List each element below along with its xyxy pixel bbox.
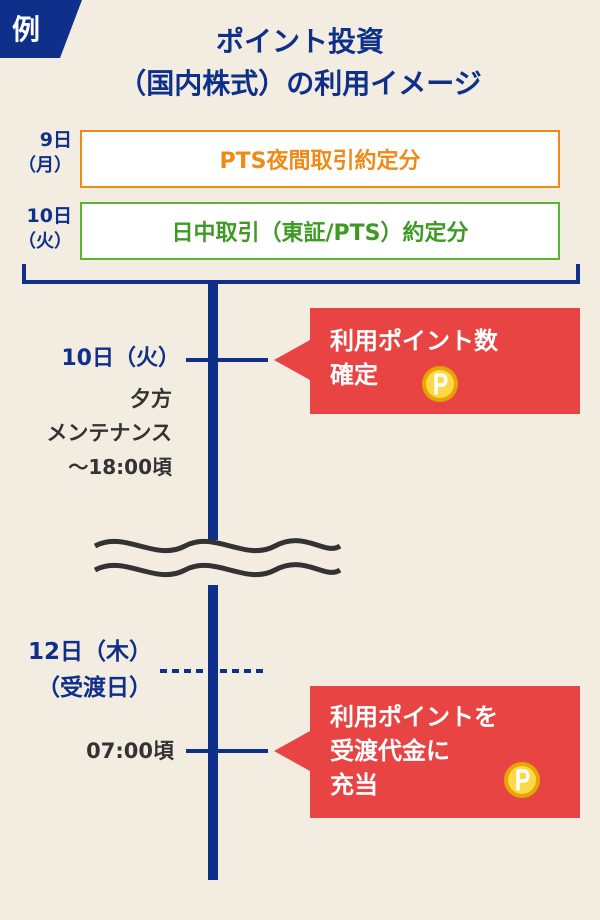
- row1-date: 9日: [39, 129, 72, 151]
- callout2-line2: 受渡代金に: [330, 737, 450, 765]
- callout2-line3: 充当: [330, 771, 378, 799]
- row2-weekday: （火）: [18, 231, 72, 252]
- callout-points-applied: 利用ポイントを 受渡代金に 充当: [310, 686, 580, 818]
- row2-box: 日中取引（東証/PTS）約定分: [80, 202, 560, 260]
- row1-text: PTS夜間取引約定分: [219, 149, 421, 174]
- event1-date: 10日（火）: [61, 346, 180, 371]
- event2-time: 07:00頃: [86, 739, 174, 763]
- callout1-line1: 利用ポイント数: [330, 327, 498, 355]
- wavy-break-icon: [93, 538, 342, 578]
- row2-date: 10日: [26, 205, 72, 227]
- example-tag-shape: [0, 0, 82, 58]
- row1-box: PTS夜間取引約定分: [80, 130, 560, 188]
- bracket: [22, 264, 580, 284]
- event1-detail3: 〜18:00頃: [68, 455, 172, 479]
- row1-weekday: （月）: [18, 155, 72, 176]
- title-line1: ポイント投資: [215, 25, 384, 58]
- callout1-pointer: [274, 340, 310, 380]
- example-label: 例: [12, 13, 41, 46]
- event1-detail2: メンテナンス: [46, 421, 172, 445]
- callout1-line2: 確定: [330, 361, 378, 389]
- callout2-line1: 利用ポイントを: [330, 703, 498, 731]
- callout2-pointer: [274, 731, 310, 771]
- row2-text: 日中取引（東証/PTS）約定分: [171, 221, 469, 246]
- event2-sub: （受渡日）: [37, 675, 152, 701]
- point-coin-icon: [422, 366, 458, 402]
- event1-detail1: 夕方: [130, 387, 172, 411]
- point-coin-icon: [504, 762, 540, 798]
- event2-date: 12日（木）: [27, 639, 152, 665]
- title-line2: （国内株式）の利用イメージ: [118, 67, 482, 100]
- example-tag: [0, 0, 82, 58]
